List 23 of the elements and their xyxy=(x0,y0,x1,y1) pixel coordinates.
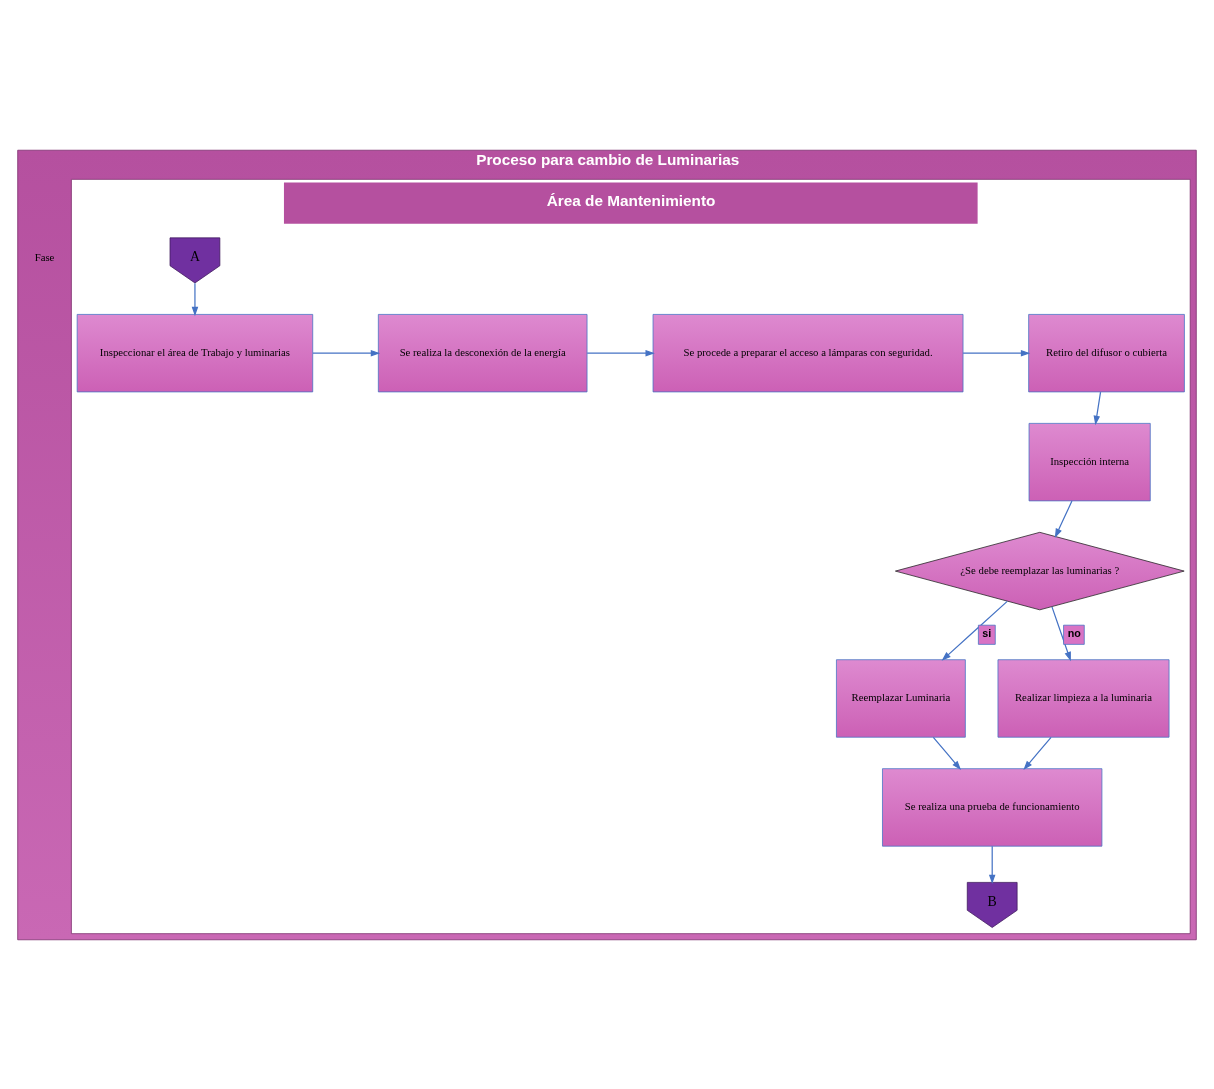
node-box: Realizar limpieza a la luminaria xyxy=(997,658,1170,738)
arrow xyxy=(932,736,962,770)
arrow xyxy=(312,349,381,356)
arrow xyxy=(191,282,199,316)
node-box: Se realiza una prueba de funcionamiento xyxy=(882,767,1103,847)
node-box: Retiro del difusor o cubierta xyxy=(1028,313,1185,392)
arrow xyxy=(962,349,1031,356)
arrow xyxy=(1054,499,1073,538)
node-box: Se realiza la desconexión de la energía xyxy=(377,313,588,392)
node-box: Inspección interna xyxy=(1028,422,1151,501)
arrow xyxy=(1051,605,1071,661)
arrow xyxy=(586,349,655,356)
arrow xyxy=(941,600,1008,661)
edge-label: no xyxy=(1067,626,1081,639)
arrow xyxy=(988,845,996,884)
node-box: Inspeccionar el área de Trabajo y luminarias xyxy=(76,313,314,392)
label: Fase xyxy=(34,250,55,263)
edge-label: si xyxy=(982,626,992,639)
arrow xyxy=(1023,736,1052,770)
arrow xyxy=(1093,391,1102,425)
node-box: Se procede a preparar el acceso a lámparas con seguridad. xyxy=(652,313,964,392)
node-box: Reemplazar Luminaria xyxy=(836,658,966,738)
node-diamond: ¿Se debe reemplazar las luminarias ? xyxy=(895,531,1185,610)
